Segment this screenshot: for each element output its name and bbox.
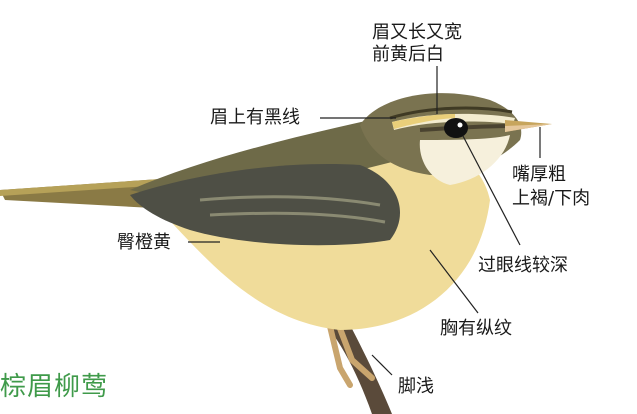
vent-annotation: 臀橙黄 — [117, 232, 171, 253]
bill-annotation-line1: 嘴厚粗 — [512, 164, 566, 185]
eyebrow-annotation-line2: 前黄后白 — [372, 44, 444, 65]
species-title: 棕眉柳莺 — [0, 372, 109, 402]
eye — [444, 118, 468, 138]
bill-annotation-line2: 上褐/下肉 — [512, 188, 591, 209]
eyestripe-annotation: 过眼线较深 — [478, 255, 568, 276]
breast-annotation: 胸有纵纹 — [440, 318, 512, 339]
legs — [325, 315, 375, 388]
eyebrow-annotation-line1: 眉又长又宽 — [372, 22, 462, 43]
crown-line-annotation: 眉上有黑线 — [210, 107, 300, 128]
wing — [130, 164, 400, 246]
legs-annotation: 脚浅 — [398, 376, 434, 397]
